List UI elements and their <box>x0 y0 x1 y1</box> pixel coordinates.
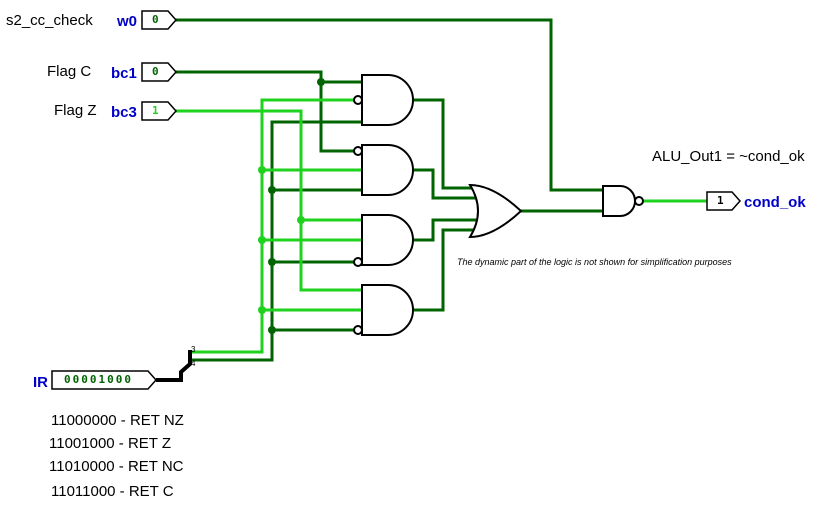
label-flag-c: Flag C <box>47 63 92 80</box>
pin-bc3-name: bc3 <box>111 104 137 121</box>
junction-dot <box>258 306 266 314</box>
nand-gate <box>602 185 644 217</box>
splitter-bottom-label: 4 <box>191 359 196 368</box>
wires-high <box>173 98 708 354</box>
label-alu-expr: ALU_Out1 = ~cond_ok <box>652 148 805 165</box>
wire-and1-or <box>411 98 474 190</box>
wire-bc3 <box>173 109 364 222</box>
pin-cond-ok <box>706 191 742 211</box>
junction-dot <box>317 78 325 86</box>
pin-ir[interactable] <box>51 370 158 390</box>
pin-bc1-name: bc1 <box>111 65 137 82</box>
wire-bc1-and1 <box>319 70 364 84</box>
wire-and2-or <box>411 168 479 200</box>
splitter-top-label: 3 <box>191 345 196 354</box>
junction-dot <box>268 186 276 194</box>
wire-and4-or <box>411 228 474 312</box>
pin-w0-value: 0 <box>152 13 159 26</box>
wire-bc1-and2 <box>319 80 359 153</box>
junction-dot <box>268 326 276 334</box>
pin-cond-ok-name: cond_ok <box>744 194 806 211</box>
pin-bc1-value: 0 <box>152 65 159 78</box>
label-s2-cc-check: s2_cc_check <box>6 12 93 29</box>
and-gate-3 <box>353 214 414 267</box>
opcode-row: 11000000 - RET NZ <box>51 412 184 429</box>
pin-w0-name: w0 <box>117 13 138 30</box>
pin-w0[interactable] <box>141 10 178 30</box>
pin-ir-value: 00001000 <box>64 373 133 386</box>
wire-w0 <box>173 18 605 192</box>
and-gate-2 <box>353 144 414 196</box>
pin-cond-ok-value: 1 <box>717 194 724 207</box>
and-gate-4 <box>353 284 414 336</box>
junction-dot <box>258 236 266 244</box>
wire-irbit-high <box>188 98 359 354</box>
opcode-row: 11011000 - RET C <box>51 483 174 500</box>
junction-dot <box>258 166 266 174</box>
opcode-row: 11001000 - RET Z <box>49 435 172 452</box>
junction-dot <box>268 258 276 266</box>
pin-bc3-value: 1 <box>152 104 159 117</box>
label-flag-z: Flag Z <box>54 102 97 119</box>
junctions <box>258 78 325 334</box>
label-note: The dynamic part of the logic is not sho… <box>457 257 732 267</box>
junction-dot <box>297 216 305 224</box>
or-gate <box>468 183 523 239</box>
wire-and3-or <box>411 218 479 242</box>
ir-bus <box>156 350 192 382</box>
pin-bc1[interactable] <box>141 62 178 82</box>
pin-ir-name: IR <box>33 374 48 391</box>
pin-bc3[interactable] <box>141 101 178 121</box>
and-gate-1 <box>353 74 414 126</box>
opcode-row: 11010000 - RET NC <box>49 458 184 475</box>
